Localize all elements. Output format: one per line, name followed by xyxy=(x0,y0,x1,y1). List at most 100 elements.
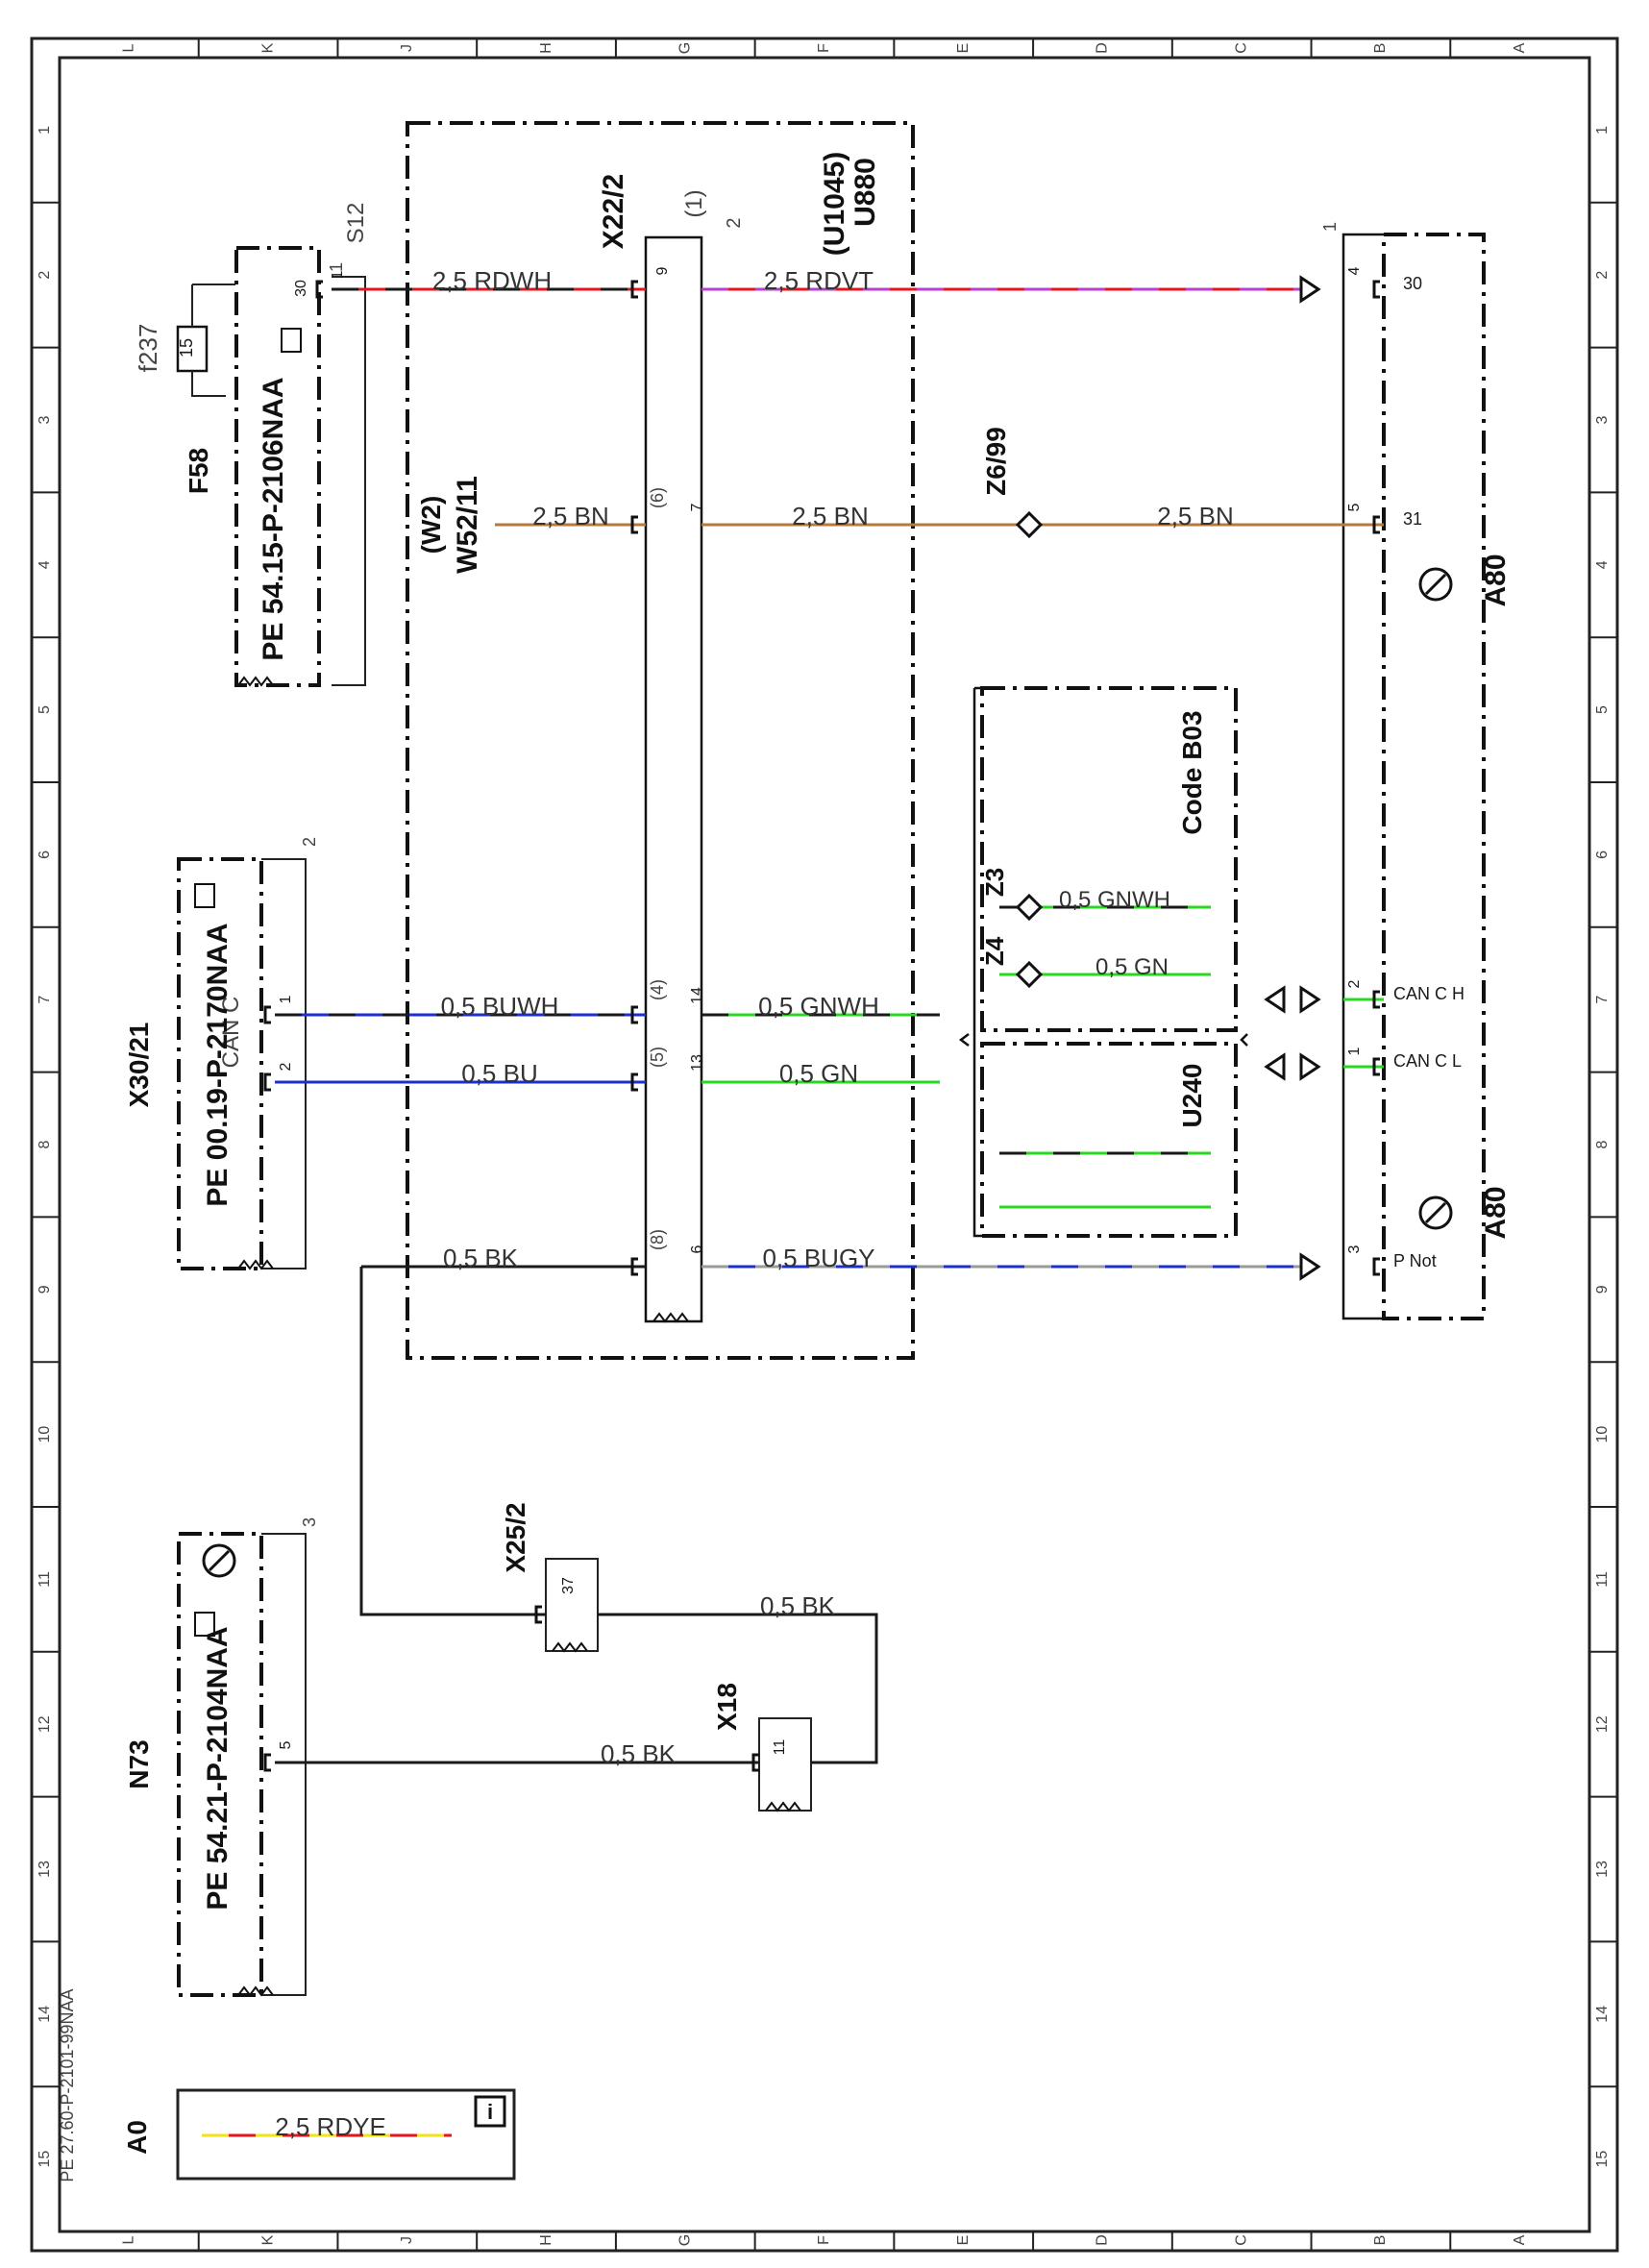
label-s12: S12 xyxy=(343,203,369,244)
pin-a80-4: 4 xyxy=(1346,266,1363,275)
border-number: 9 xyxy=(37,1285,53,1294)
label-x18: X18 xyxy=(712,1683,742,1731)
cut-mark-icon xyxy=(552,1641,588,1653)
pin-terminal xyxy=(263,1072,271,1092)
arrow-icon xyxy=(1299,1252,1321,1281)
border-number: 13 xyxy=(37,1861,53,1878)
x18-connector xyxy=(758,1717,812,1812)
n73-box xyxy=(177,1532,263,1997)
s12-box xyxy=(234,246,321,687)
border-number: 6 xyxy=(1594,850,1611,859)
a80-index: 1 xyxy=(1320,222,1340,232)
pin-x22-4p: (4) xyxy=(648,979,667,1000)
label-s12-index: 1 xyxy=(327,262,346,272)
border-letter: L xyxy=(121,43,137,52)
wire-bk-ground xyxy=(275,1267,878,1764)
border-number: 5 xyxy=(37,705,53,714)
border-number: 2 xyxy=(37,271,53,280)
splice-icon xyxy=(1015,510,1044,539)
pin-x22-13: 13 xyxy=(689,1054,705,1072)
label-z3: Z3 xyxy=(980,868,1009,897)
border-number: 3 xyxy=(37,415,53,424)
border-letter: L xyxy=(121,2235,137,2244)
border-letter: H xyxy=(538,2234,554,2246)
pin-can-h: CAN C H xyxy=(1393,984,1464,1003)
label-x22-2: X22/2 xyxy=(598,174,629,249)
label-z4: Z4 xyxy=(980,936,1009,966)
x22-2-connector xyxy=(644,235,703,1323)
label-n73: N73 xyxy=(124,1739,154,1788)
electronic-control-icon-mark xyxy=(1424,573,1447,596)
pin-terminal xyxy=(630,515,638,534)
pin-terminal xyxy=(630,1072,638,1092)
a0-legend-box xyxy=(176,2088,516,2181)
wire-label-bugy: 0,5 BUGY xyxy=(762,1244,874,1272)
electronic-control-icon-mark xyxy=(1424,1201,1447,1224)
pin-terminal xyxy=(315,280,323,299)
pin-a80-31: 31 xyxy=(1403,509,1422,529)
border-letter: A xyxy=(1512,2234,1528,2245)
label-code-b03: Code B03 xyxy=(1177,710,1207,834)
x30-21-box xyxy=(177,857,263,1270)
label-x30-21: X30/21 xyxy=(124,1023,154,1108)
border-number: 1 xyxy=(37,126,53,135)
border-number: 11 xyxy=(37,1571,53,1588)
wire-label-rdwh: 2,5 RDWH xyxy=(432,266,552,295)
pin-x22-5p: (5) xyxy=(648,1047,667,1068)
border-letter: K xyxy=(259,42,276,53)
label-u880: U880 xyxy=(849,158,881,227)
pin-x30-2: 2 xyxy=(278,1062,294,1071)
cut-mark-icon xyxy=(652,1312,689,1323)
inner-frame xyxy=(58,56,1591,2233)
ref-pe54-15: PE 54.15-P-2106NAA xyxy=(258,377,289,660)
hand-reference-icon xyxy=(281,328,302,353)
border-letter: E xyxy=(955,43,972,54)
border-letter: E xyxy=(955,2235,972,2246)
n73-index: 3 xyxy=(300,1517,319,1527)
wire-label-bn-3: 2,5 BN xyxy=(1157,502,1234,530)
border-number: 9 xyxy=(1594,1285,1611,1294)
border-number: 13 xyxy=(1594,1861,1611,1878)
pin-terminal xyxy=(534,1605,542,1624)
code-b03-box xyxy=(980,686,1238,1032)
border-letter: D xyxy=(1095,42,1111,54)
pin-terminal xyxy=(751,1753,759,1772)
border-number: 15 xyxy=(37,2151,53,2168)
pin-a80-30: 30 xyxy=(1403,274,1422,293)
border-number: 10 xyxy=(1594,1426,1611,1443)
border-number: 7 xyxy=(1594,996,1611,1004)
pin-x22-7: 7 xyxy=(689,503,705,511)
wire-label-bk-2: 0,5 BK xyxy=(760,1591,836,1620)
border-letter: F xyxy=(816,43,832,53)
border-number: 12 xyxy=(1594,1715,1611,1733)
label-f58: F58 xyxy=(184,448,213,494)
pin-terminal xyxy=(1372,280,1380,299)
pin-a80-1: 1 xyxy=(1346,1047,1363,1055)
pin-x30-1: 1 xyxy=(278,995,294,1003)
pin-x22-8p: (8) xyxy=(648,1229,667,1250)
border-letter: J xyxy=(399,2236,415,2244)
border-number: 4 xyxy=(37,560,53,569)
label-w52-11: W52/11 xyxy=(452,476,483,574)
border-letter: C xyxy=(1233,2234,1249,2246)
border-number: 14 xyxy=(37,2006,53,2023)
label-a80-upper: A80 xyxy=(1480,554,1512,606)
border-number: 11 xyxy=(1594,1571,1611,1588)
cut-mark-icon xyxy=(765,1801,801,1812)
pin-terminal xyxy=(1372,1257,1380,1276)
label-f237: f237 xyxy=(134,324,162,373)
splice-icon xyxy=(1015,960,1044,989)
pin-terminal xyxy=(630,280,638,299)
border-letter: C xyxy=(1233,42,1249,54)
wire-label-gn-z4: 0,5 GN xyxy=(1095,954,1169,980)
border-number: 8 xyxy=(37,1140,53,1148)
border-number: 12 xyxy=(37,1715,53,1733)
x22-2-sup: 2 xyxy=(724,217,745,228)
can-arrow-icon xyxy=(1264,1052,1321,1081)
pin-terminal xyxy=(1372,515,1380,534)
border-number: 3 xyxy=(1594,415,1611,424)
border-letter: B xyxy=(1372,2235,1389,2246)
cut-mark-icon xyxy=(237,676,274,687)
pin-p-not: P Not xyxy=(1393,1251,1437,1270)
